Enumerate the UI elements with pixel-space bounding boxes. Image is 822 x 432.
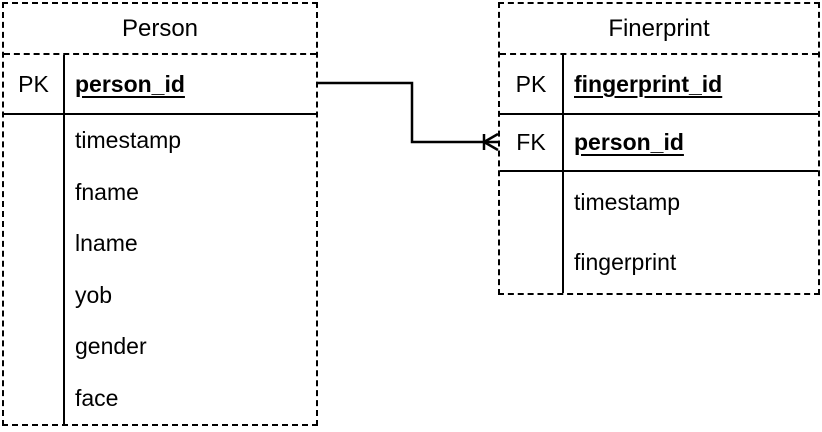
tag-cell-empty	[4, 115, 65, 167]
entity-title: Finerprint	[500, 4, 818, 55]
fk-label: FK	[500, 115, 564, 170]
tag-cell-empty	[500, 172, 564, 233]
relationship-line[interactable]	[318, 81, 498, 144]
attribute-row: yob	[4, 269, 316, 321]
attribute-row: face	[4, 372, 316, 424]
attribute-name: gender	[75, 333, 147, 360]
tag-cell-empty	[4, 321, 65, 373]
attribute-name: timestamp	[75, 127, 182, 154]
tag-cell-empty	[4, 166, 65, 218]
tag-cell-empty	[4, 269, 65, 321]
attribute-name: face	[75, 384, 119, 411]
entity-fingerprint[interactable]: Finerprint PK fingerprint_id FK person_i…	[498, 2, 820, 295]
attribute-row: timestamp	[500, 172, 818, 233]
tag-cell-empty	[4, 218, 65, 270]
tag-cell-empty	[4, 372, 65, 424]
attribute-section: timestamp fingerprint	[500, 172, 818, 293]
attribute-row: fingerprint	[500, 232, 818, 293]
attribute-name: fname	[75, 178, 139, 205]
primary-key-row: PK fingerprint_id	[500, 55, 818, 115]
attribute-name: lname	[75, 230, 138, 257]
attribute-name: yob	[75, 281, 113, 308]
pk-label: PK	[500, 55, 564, 113]
crow-foot-many-icon	[481, 132, 499, 152]
attribute-row: timestamp	[4, 115, 316, 167]
attribute-row: fname	[4, 166, 316, 218]
attribute-name: fingerprint	[574, 249, 677, 276]
foreign-key-row: FK person_id	[500, 115, 818, 172]
key-field-name: fingerprint_id	[574, 70, 723, 97]
key-field-name: person_id	[574, 129, 684, 155]
entity-title: Person	[4, 4, 316, 55]
tag-cell-empty	[500, 232, 564, 293]
attribute-row: gender	[4, 321, 316, 373]
primary-key-row: PK person_id	[4, 55, 316, 115]
attribute-name: timestamp	[574, 188, 681, 215]
attribute-row: lname	[4, 218, 316, 270]
entity-person[interactable]: Person PK person_id timestamp fname lnam…	[2, 2, 318, 426]
key-field-name: person_id	[75, 70, 185, 97]
pk-label: PK	[4, 55, 65, 113]
attribute-section: timestamp fname lname yob gender face	[4, 115, 316, 424]
